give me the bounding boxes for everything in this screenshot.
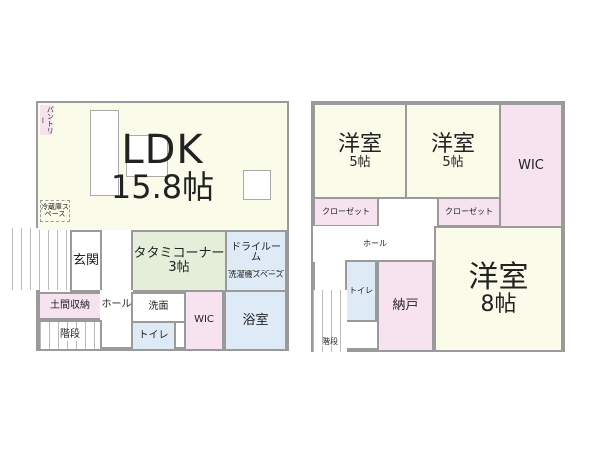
washer-label: 洗濯機スペース [228, 269, 284, 279]
ldk-size: 15.8帖 [110, 167, 215, 206]
room-ldk: LDK 15.8帖 [38, 103, 287, 230]
kitchen-counter [90, 110, 119, 196]
room2-size: 5帖 [442, 154, 464, 170]
tatami-label: タタミコーナー [133, 246, 225, 262]
room-doma-storage: 土間収納 [38, 292, 102, 320]
stairs-label: 階段 [60, 329, 80, 341]
fridge-label: 冷蔵庫スペース [41, 202, 69, 218]
wic2-label: WIC [518, 157, 544, 173]
room-dry: ドライルーム 洗濯機スペース [225, 230, 287, 292]
ldk-label: LDK [121, 126, 204, 173]
wic-label: WIC [194, 314, 214, 326]
room-hall: ホール [100, 290, 133, 320]
washroom-label: 洗面 [148, 301, 169, 313]
entrance-stairs-area [12, 228, 72, 290]
room-entrance: 玄関 [70, 230, 102, 292]
closet2-label: クローゼット [445, 206, 493, 216]
room-bath: 浴室 [224, 290, 287, 351]
room-western-3: 洋室 8帖 [434, 226, 563, 352]
fridge-space: 冷蔵庫スペース [40, 200, 70, 222]
storage-label: 土間収納 [50, 299, 90, 311]
dry-room-label: ドライルーム [231, 241, 281, 264]
room3-label: 洋室 [468, 259, 529, 295]
room1-label: 洋室 [337, 131, 382, 157]
toilet2-label: トイレ [349, 285, 373, 295]
hall2-label: ホール [363, 238, 387, 248]
storage2-label: 納戸 [392, 298, 419, 314]
stairs2-label: 階段 [322, 336, 338, 346]
tatami-size: 3帖 [168, 260, 190, 275]
toilet-label: トイレ [138, 329, 169, 341]
room1-size: 5帖 [349, 154, 371, 170]
closet-1: クローゼット [313, 197, 379, 227]
room-toilet-2f: トイレ [345, 260, 377, 322]
room3-size: 8帖 [480, 292, 517, 318]
stairs-1f: 階段 [38, 320, 102, 351]
room-toilet-1f: トイレ [131, 321, 176, 351]
dining-table [126, 135, 168, 177]
sofa [243, 170, 271, 200]
room-hall-2f: ホール [313, 226, 437, 262]
bath-label: 浴室 [242, 312, 269, 328]
pantry-label: パントリー [39, 106, 55, 134]
room-western-2: 洋室 5帖 [405, 103, 501, 199]
room-washroom: 洗面 [131, 292, 186, 323]
closet-2: クローゼット [437, 197, 501, 227]
room-wic-1f: WIC [184, 290, 224, 351]
hall-label: ホール [101, 298, 132, 310]
entrance-label: 玄関 [72, 253, 99, 269]
room-storage-2f: 納戸 [377, 260, 434, 352]
pantry: パントリー [39, 105, 55, 135]
room-wic-2f: WIC [499, 103, 563, 228]
closet1-label: クローゼット [322, 206, 370, 216]
stairs-2f: 階段 [313, 290, 347, 352]
room2-label: 洋室 [430, 131, 475, 157]
room-tatami: タタミコーナー 3帖 [131, 230, 227, 292]
room-western-1: 洋室 5帖 [313, 103, 407, 199]
